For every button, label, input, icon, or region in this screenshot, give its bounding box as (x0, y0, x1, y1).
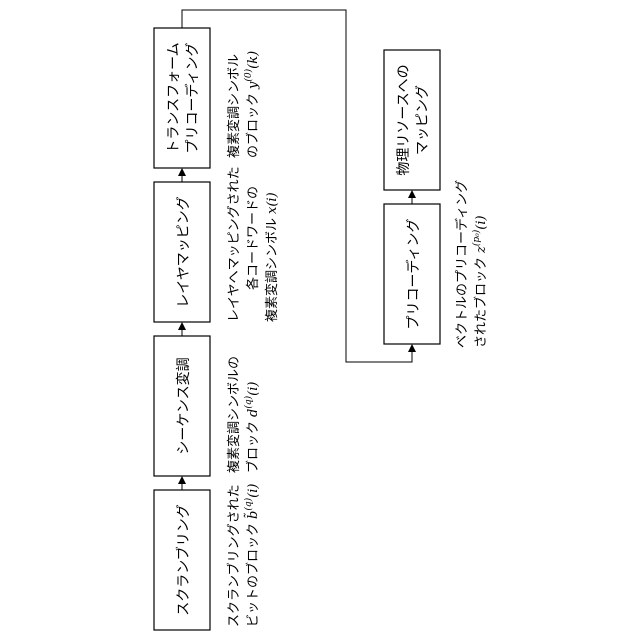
annotation-transform-output: 複素変調シンボル のブロックy(0)(k) (226, 51, 261, 158)
annotation-layer-mapped-symbols: レイヤへマッピングされた 各コードワードの 複素変調シンボルx(i) (227, 166, 280, 322)
block-transform-precoding: トランスフォーム プリコーディング (154, 28, 210, 168)
block-transform-precoding-label-1: トランスフォーム (166, 42, 182, 153)
annotation-precoded-block: ベクトルのプリコーディング されたブロックz(p₀)(i) (454, 180, 489, 348)
arrow-transform-precoding-to-precoding (182, 10, 412, 362)
annotation-modulation-symbols: 複素変調シンボルの ブロックd(q)(i) (226, 356, 261, 473)
annotation-layer-mapped-line1: レイヤへマッピングされた (227, 166, 242, 322)
block-resource-mapping: 物理リソースへの マッピング (384, 50, 440, 190)
block-transform-precoding-label-2: プリコーディング (184, 42, 201, 153)
annotation-layer-mapped-line2: 各コードワードの (245, 186, 261, 290)
block-resource-mapping-label-1: 物理リソースへの (396, 64, 412, 175)
annotation-modulation-symbols-line2: ブロックd(q)(i) (243, 382, 261, 473)
block-scrambling-label: スクランブリング (175, 504, 192, 616)
block-sequence-modulation: シーケンス変調 (154, 336, 210, 476)
annotation-layer-mapped-line3: 複素変調シンボルx(i) (264, 192, 280, 322)
annotation-scrambled-bits: スクランブリングされた ビットのブロックb̃(q)(i) (226, 484, 261, 627)
block-precoding-label: プリコーディング (405, 218, 422, 329)
block-resource-mapping-label-2: マッピング (415, 85, 431, 155)
annotation-precoded-line2: されたブロックz(p₀)(i) (471, 215, 489, 348)
block-scrambling: スクランブリング (154, 490, 210, 630)
annotation-scrambled-bits-line1: スクランブリングされた (226, 484, 242, 627)
block-layer-mapping-label: レイヤマッピング (176, 196, 192, 308)
annotation-scrambled-bits-line2: ビットのブロックb̃(q)(i) (243, 484, 261, 627)
annotation-transform-output-line2: のブロックy(0)(k) (243, 51, 261, 158)
block-layer-mapping: レイヤマッピング (154, 182, 210, 322)
annotation-precoded-line1: ベクトルのプリコーディング (454, 180, 470, 348)
annotation-transform-output-line1: 複素変調シンボル (226, 54, 242, 158)
annotation-modulation-symbols-line1: 複素変調シンボルの (226, 356, 242, 473)
block-precoding: プリコーディング (384, 204, 440, 344)
block-modulation-label: シーケンス変調 (175, 357, 192, 454)
